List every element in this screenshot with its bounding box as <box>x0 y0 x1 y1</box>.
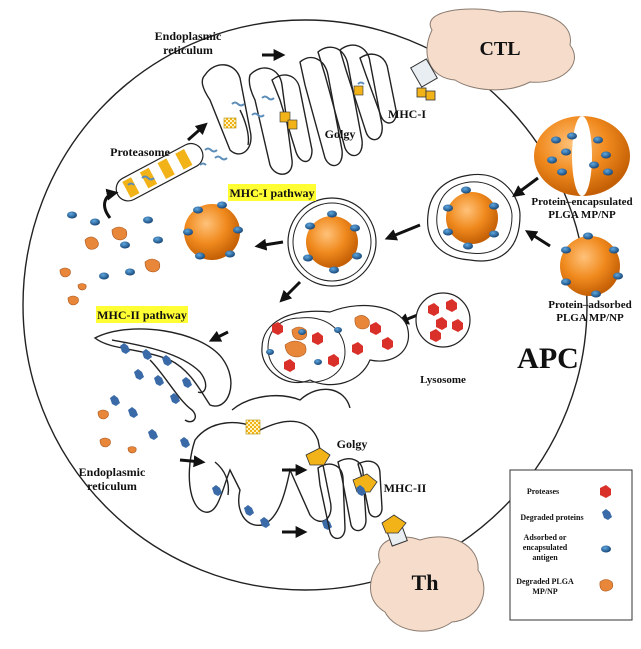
golgi-bottom-label: Golgy <box>337 437 368 451</box>
apc-label: APC <box>517 342 579 375</box>
legend-antigen-line1: Adsorbed or <box>524 533 567 542</box>
cytosol-antigen-fragments <box>59 211 163 306</box>
mhc1-pathway-label: MHC-I pathway <box>229 186 314 200</box>
legend-antigen-icon <box>601 545 611 553</box>
ctl-label: CTL <box>479 38 520 60</box>
er-top-label-line1: Endoplasmic <box>155 29 222 43</box>
protein-encapsulated-particle <box>534 116 630 196</box>
mhc1-label: MHC-I <box>388 107 426 121</box>
th-label: Th <box>412 570 439 595</box>
legend-plga-icon <box>599 579 614 592</box>
legend-degraded-proteins: Degraded proteins <box>520 513 583 522</box>
er-top-label-line2: reticulum <box>163 43 213 57</box>
er-bottom-label-line2: reticulum <box>87 479 137 493</box>
encapsulated-label-line2: PLGA MP/NP <box>548 209 616 221</box>
adsorbed-label-line1: Protein–adsorbed <box>548 299 632 311</box>
mhc2-pathway-highlight <box>96 306 188 323</box>
endosome-center <box>287 197 377 287</box>
adsorbed-label-line2: PLGA MP/NP <box>556 312 624 324</box>
ctl-cell: CTL <box>410 8 575 91</box>
apc-cell-membrane <box>22 19 588 591</box>
legend-plga-line2: MP/NP <box>532 587 557 596</box>
cytosol-plga-particle <box>183 201 243 260</box>
legend-protease-icon <box>600 485 611 498</box>
legend-plga-line1: Degraded PLGA <box>516 577 574 586</box>
lysosome <box>415 292 471 348</box>
golgi-top <box>299 44 397 167</box>
protein-adsorbed-particle <box>560 232 623 298</box>
lysosome-label: Lysosome <box>420 374 466 386</box>
th-cell: Th <box>370 519 485 632</box>
proteasome-label: Proteasome <box>110 145 170 159</box>
phagolysosome <box>261 305 410 386</box>
encapsulated-label-line1: Protein–encapsulated <box>531 196 632 208</box>
proteasome <box>115 142 204 202</box>
mhc2-label: MHC-II <box>384 481 427 495</box>
legend-proteases: Proteases <box>527 487 559 496</box>
er-bottom-left <box>93 328 232 423</box>
legend-antigen-line2: encapsulated <box>523 543 568 552</box>
legend-degraded-protein-icon <box>602 509 612 520</box>
mhc1-surface-complex <box>416 87 436 101</box>
degraded-proteins-left <box>110 343 192 448</box>
endosome-membrane <box>427 173 521 262</box>
mhc2-surface-complex <box>381 514 407 534</box>
er-bottom-center <box>188 388 351 526</box>
mhc2-pathway-label: MHC-II pathway <box>97 308 187 322</box>
er-bottom-label-line1: Endoplasmic <box>79 465 146 479</box>
mhc1-pathway-highlight <box>228 184 316 201</box>
er-top <box>201 64 313 175</box>
legend: Proteases Degraded proteins Adsorbed or … <box>509 469 633 621</box>
golgi-top-label: Golgy <box>325 127 356 141</box>
golgi-bottom <box>317 458 383 539</box>
legend-antigen-line3: antigen <box>532 553 558 562</box>
